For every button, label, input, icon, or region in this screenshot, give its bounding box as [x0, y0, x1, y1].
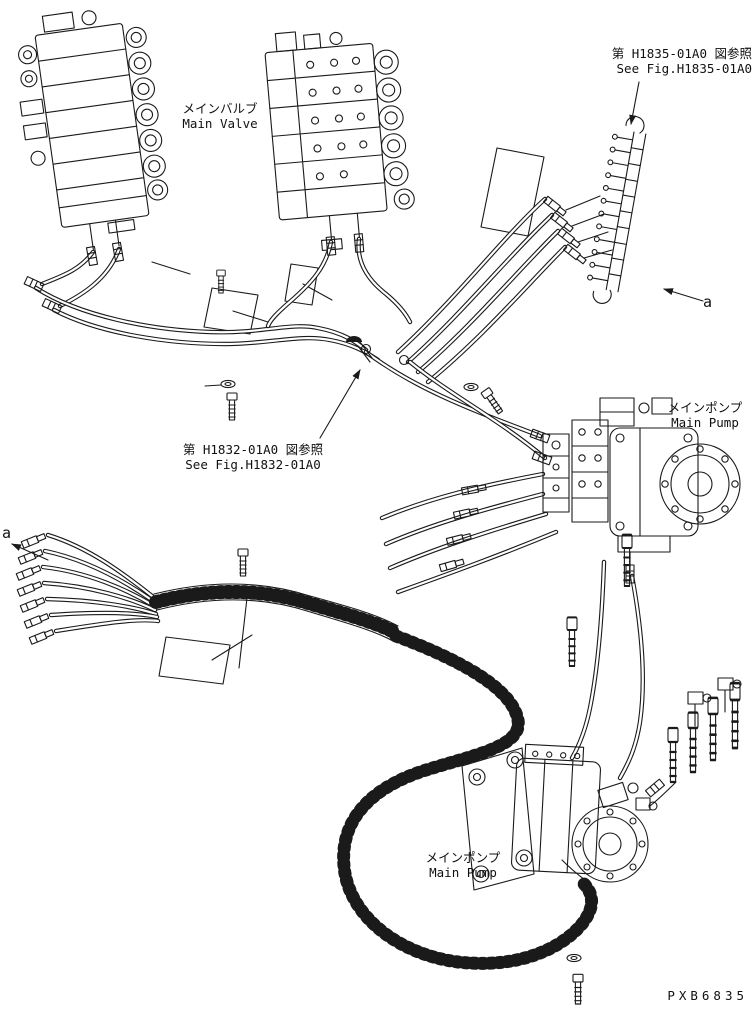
grommet-icon — [346, 336, 362, 342]
label-view-a-right: a — [703, 293, 713, 311]
piping-hoses — [33, 196, 677, 881]
bolt-icon — [566, 616, 578, 667]
label-ref-h1835: 第 H1835-01A0 図参照 See Fig.H1835-01A0 — [612, 46, 752, 76]
main-pump-upper-drawing — [542, 397, 741, 571]
label-ref-h1835-jp: 第 H1835-01A0 図参照 — [611, 46, 752, 61]
leader-lines — [151, 195, 726, 727]
label-ref-h1832-en: See Fig.H1832-01A0 — [185, 457, 321, 472]
part-code: PXB6835 — [667, 988, 748, 1003]
label-ref-h1832: 第 H1832-01A0 図参照 See Fig.H1832-01A0 — [168, 442, 338, 472]
bolt-icon — [666, 726, 680, 784]
label-main-pump-lower: メインポンプ Main Pump — [418, 850, 508, 880]
label-main-pump-upper-en: Main Pump — [671, 415, 739, 430]
washer-icon — [463, 382, 479, 392]
main-valve-left-drawing — [18, 10, 169, 250]
label-ref-h1832-jp: 第 H1832-01A0 図参照 — [182, 442, 324, 457]
ref-h1832-arrow — [319, 369, 361, 439]
label-main-valve-jp: メインバルブ — [182, 101, 258, 116]
label-main-valve-en: Main Valve — [182, 116, 258, 131]
label-view-a-left: a — [2, 524, 12, 542]
bolt-icon — [706, 696, 720, 762]
bolt-icon — [480, 386, 506, 416]
bolt-icon — [226, 392, 238, 421]
fittings-and-hardware — [23, 195, 742, 1005]
fitting-icon — [644, 778, 666, 798]
washer-icon — [220, 379, 236, 389]
wrapped-hose-bundle — [149, 583, 598, 970]
label-main-pump-upper: メインポンプ Main Pump — [658, 400, 752, 430]
main-pump-lower-drawing — [461, 743, 658, 891]
manifold-drawing — [587, 115, 647, 304]
main-valve-center-drawing — [264, 31, 415, 251]
label-ref-h1835-en: See Fig.H1835-01A0 — [616, 61, 752, 76]
washer-icon — [566, 953, 582, 963]
label-main-pump-upper-jp: メインポンプ — [667, 400, 743, 415]
bolt-icon — [237, 548, 249, 577]
ref-h1835-arrow — [629, 81, 640, 125]
view-a-right-arrow — [663, 288, 704, 302]
label-main-pump-lower-en: Main Pump — [429, 865, 497, 880]
bolt-icon — [728, 681, 742, 750]
hose-fan-left — [15, 532, 161, 645]
view-a-left-arrow — [11, 543, 49, 561]
label-main-pump-lower-jp: メインポンプ — [425, 850, 501, 865]
bolt-icon — [572, 973, 584, 1005]
label-main-valve: メインバルブ Main Valve — [172, 101, 268, 131]
bolt-icon — [686, 711, 700, 774]
